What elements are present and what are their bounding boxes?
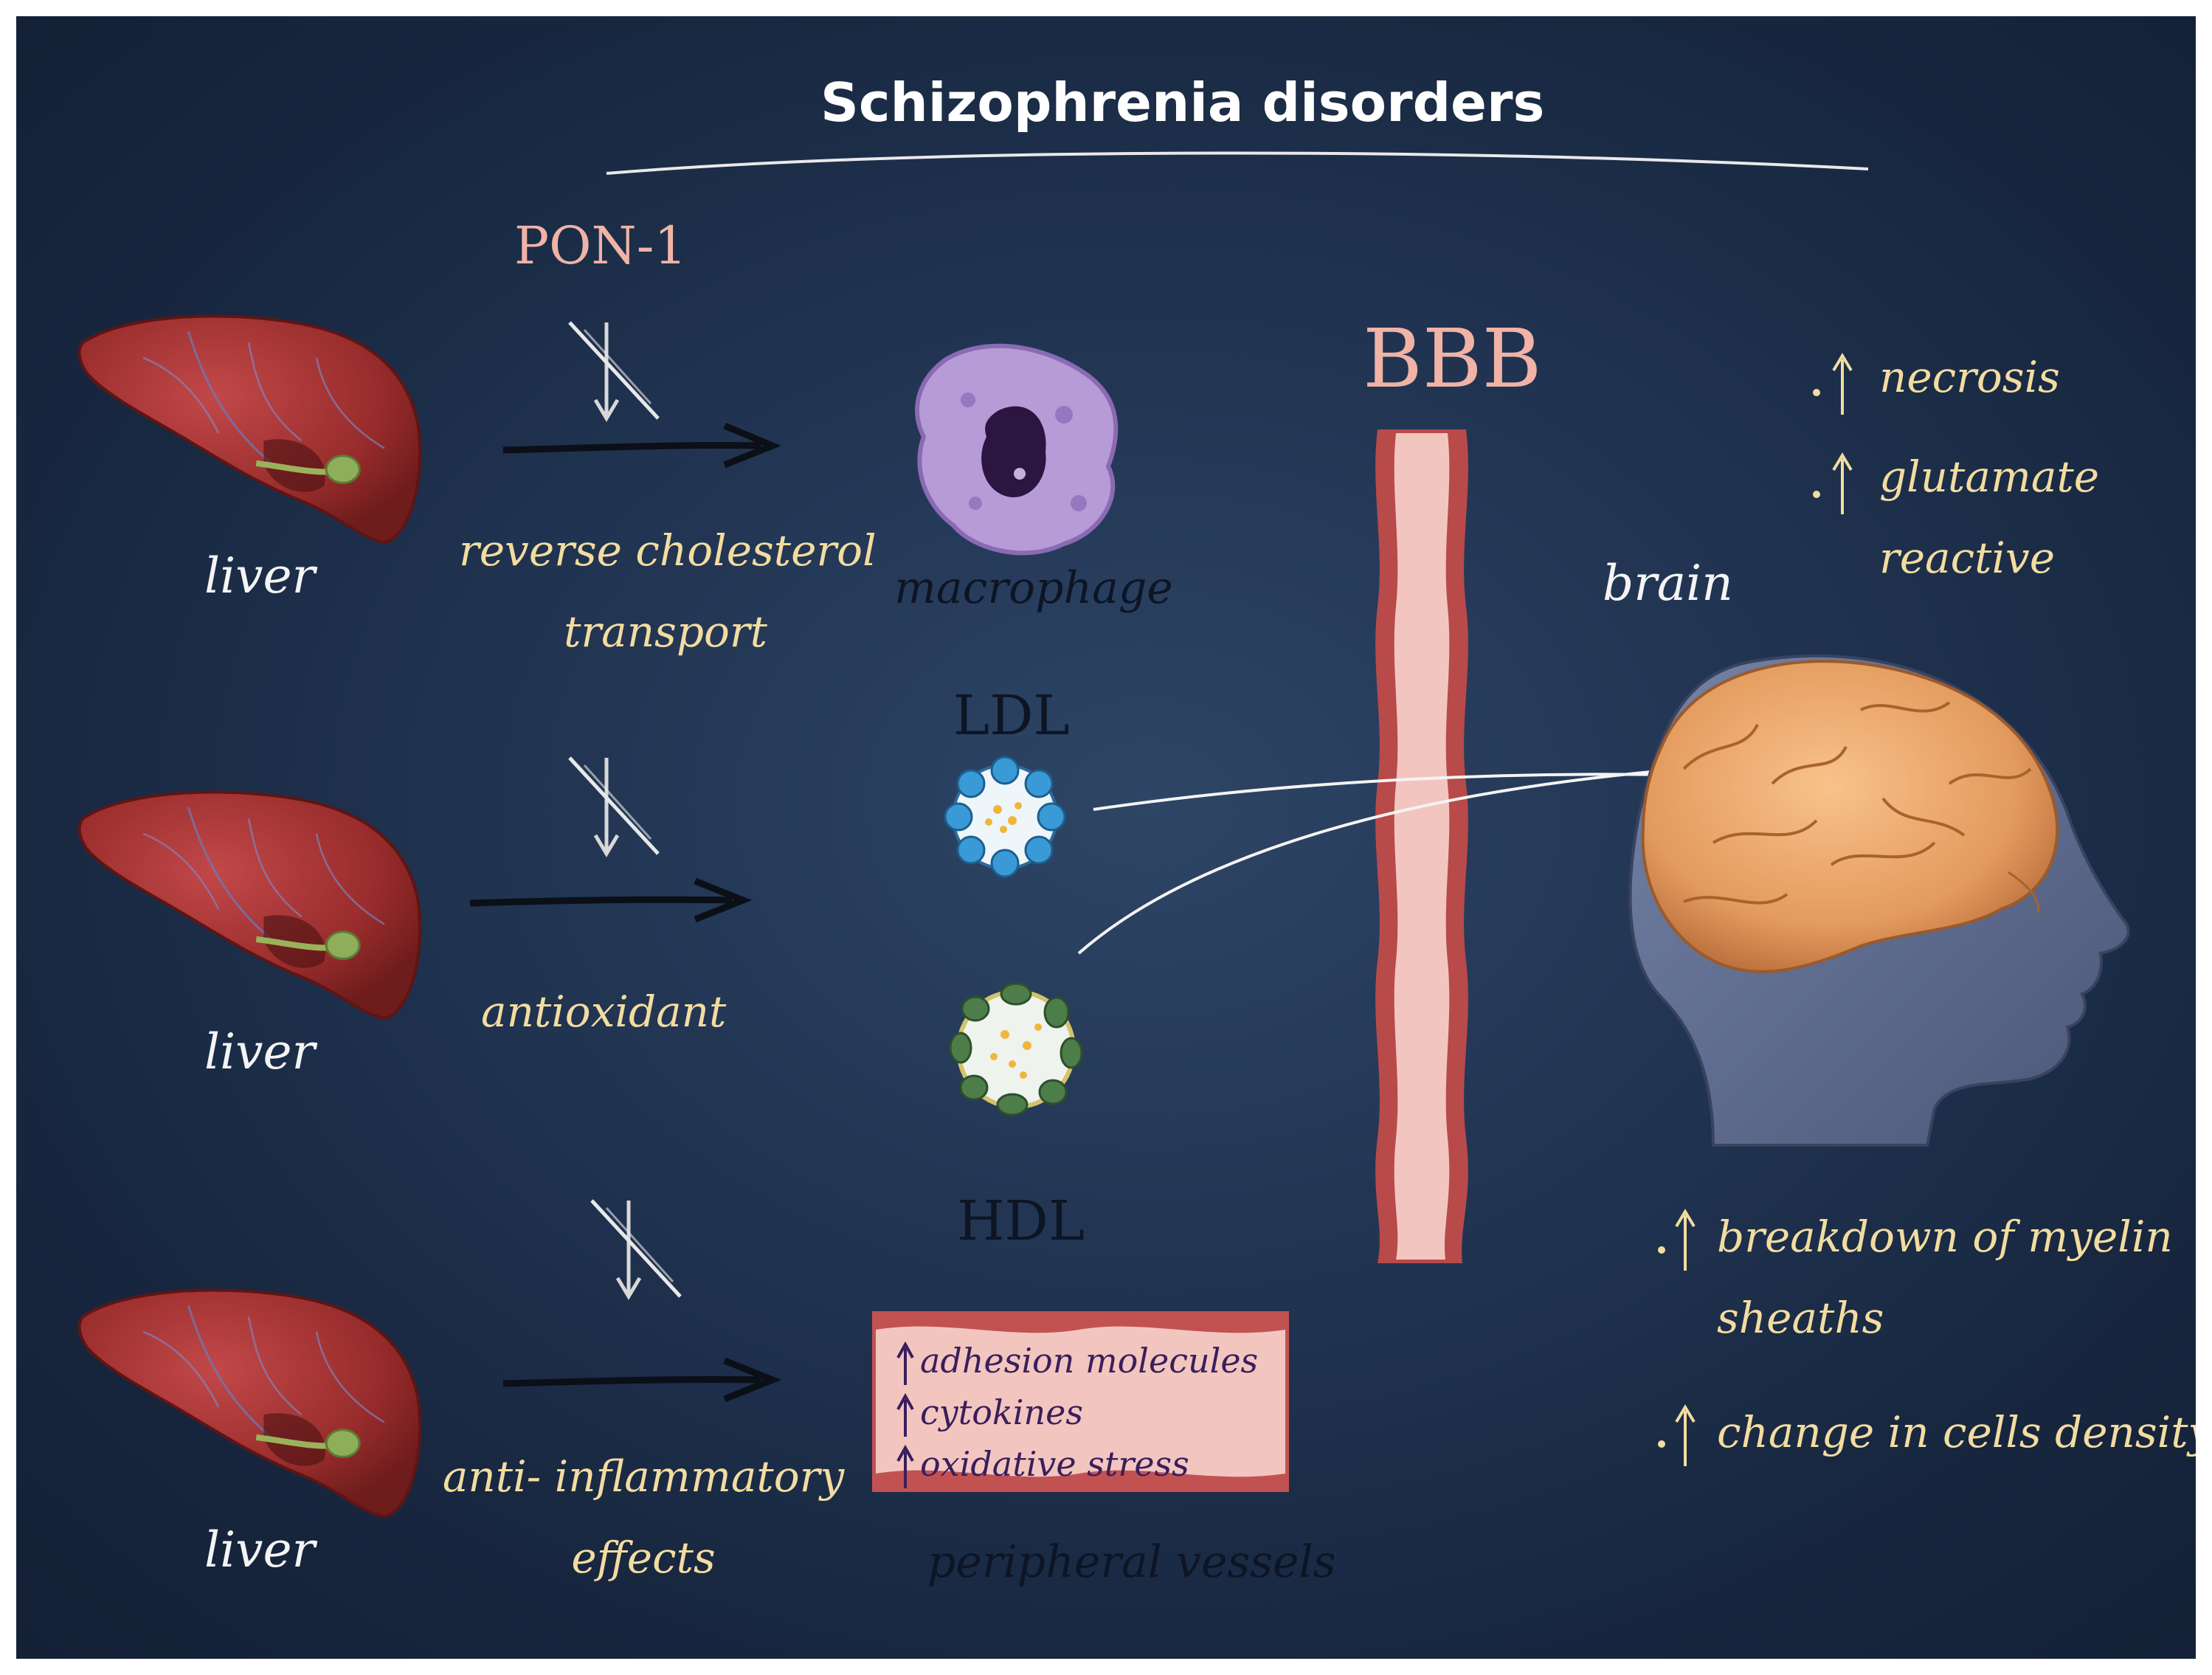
diagram-canvas: Schizophrenia disorders PON-1 BBB liver … [16, 16, 2196, 1659]
inhibition-arrow-icon [592, 1201, 680, 1296]
brain-effect: breakdown of myelin [1717, 1212, 2173, 1262]
vessel-effect: adhesion molecules [920, 1341, 1259, 1381]
enzyme-label: PON-1 [514, 215, 687, 276]
liver-icon [80, 792, 421, 1018]
brain-label: brain [1603, 555, 1733, 612]
inhibition-arrow-icon [570, 758, 658, 854]
hdl-particle-icon [949, 982, 1083, 1116]
brain-effect: sheaths [1717, 1293, 1884, 1343]
pathway-label: transport [564, 607, 767, 657]
hdl-to-brain-line [1077, 767, 1684, 955]
ldl-label: LDL [953, 684, 1070, 747]
peripheral-vessels-label: peripheral vessels [927, 1536, 1336, 1588]
brain-effect: reactive [1879, 533, 2056, 583]
title-underline [606, 151, 1869, 175]
liver-icon [80, 1290, 421, 1516]
vessel-up-arrows [896, 1341, 914, 1488]
pathway-label: reverse cholesterol [459, 525, 877, 576]
pathway-arrow-head [723, 422, 781, 469]
human-head-brain-icon [1628, 654, 2130, 1147]
macrophage-icon [915, 343, 1119, 556]
liver-icon [80, 316, 421, 542]
liver-label: liver [204, 1023, 316, 1080]
pathway-label: antioxidant [481, 987, 727, 1037]
pathway-label: anti- inflammatory [442, 1451, 845, 1502]
ldl-particle-icon [944, 756, 1066, 878]
vessel-effect: cytokines [920, 1392, 1083, 1432]
up-arrow-icon [1832, 354, 1853, 416]
macrophage-label: macrophage [894, 562, 1173, 614]
brain-effect: glutamate [1879, 452, 2100, 502]
inhibition-arrow-icon [570, 322, 658, 418]
up-arrow-icon [1675, 1406, 1696, 1468]
pathway-arrow-head [694, 877, 753, 923]
pathway-arrow [469, 896, 733, 907]
up-arrow-icon [1675, 1210, 1696, 1272]
pathway-arrow-head [723, 1357, 782, 1403]
vessel-effect: oxidative stress [920, 1444, 1189, 1484]
brain-effect: necrosis [1879, 352, 2060, 402]
liver-label: liver [204, 1522, 316, 1578]
pathway-arrow [502, 442, 762, 454]
liver-label: liver [204, 548, 316, 604]
brain-effect: change in cells density [1717, 1407, 2196, 1457]
bbb-vessel-icon [1375, 429, 1468, 1263]
bbb-label: BBB [1363, 311, 1542, 406]
bullet-dots [1658, 389, 1820, 1448]
diagram-title: Schizophrenia disorders [820, 72, 1545, 134]
hdl-label: HDL [957, 1189, 1085, 1253]
diagram-artwork [16, 151, 2130, 1659]
blood-vessel-icon [872, 1311, 1289, 1492]
pathway-label: effects [571, 1533, 716, 1583]
pathway-arrow [502, 1375, 762, 1387]
up-arrow-icon [1832, 454, 1853, 516]
